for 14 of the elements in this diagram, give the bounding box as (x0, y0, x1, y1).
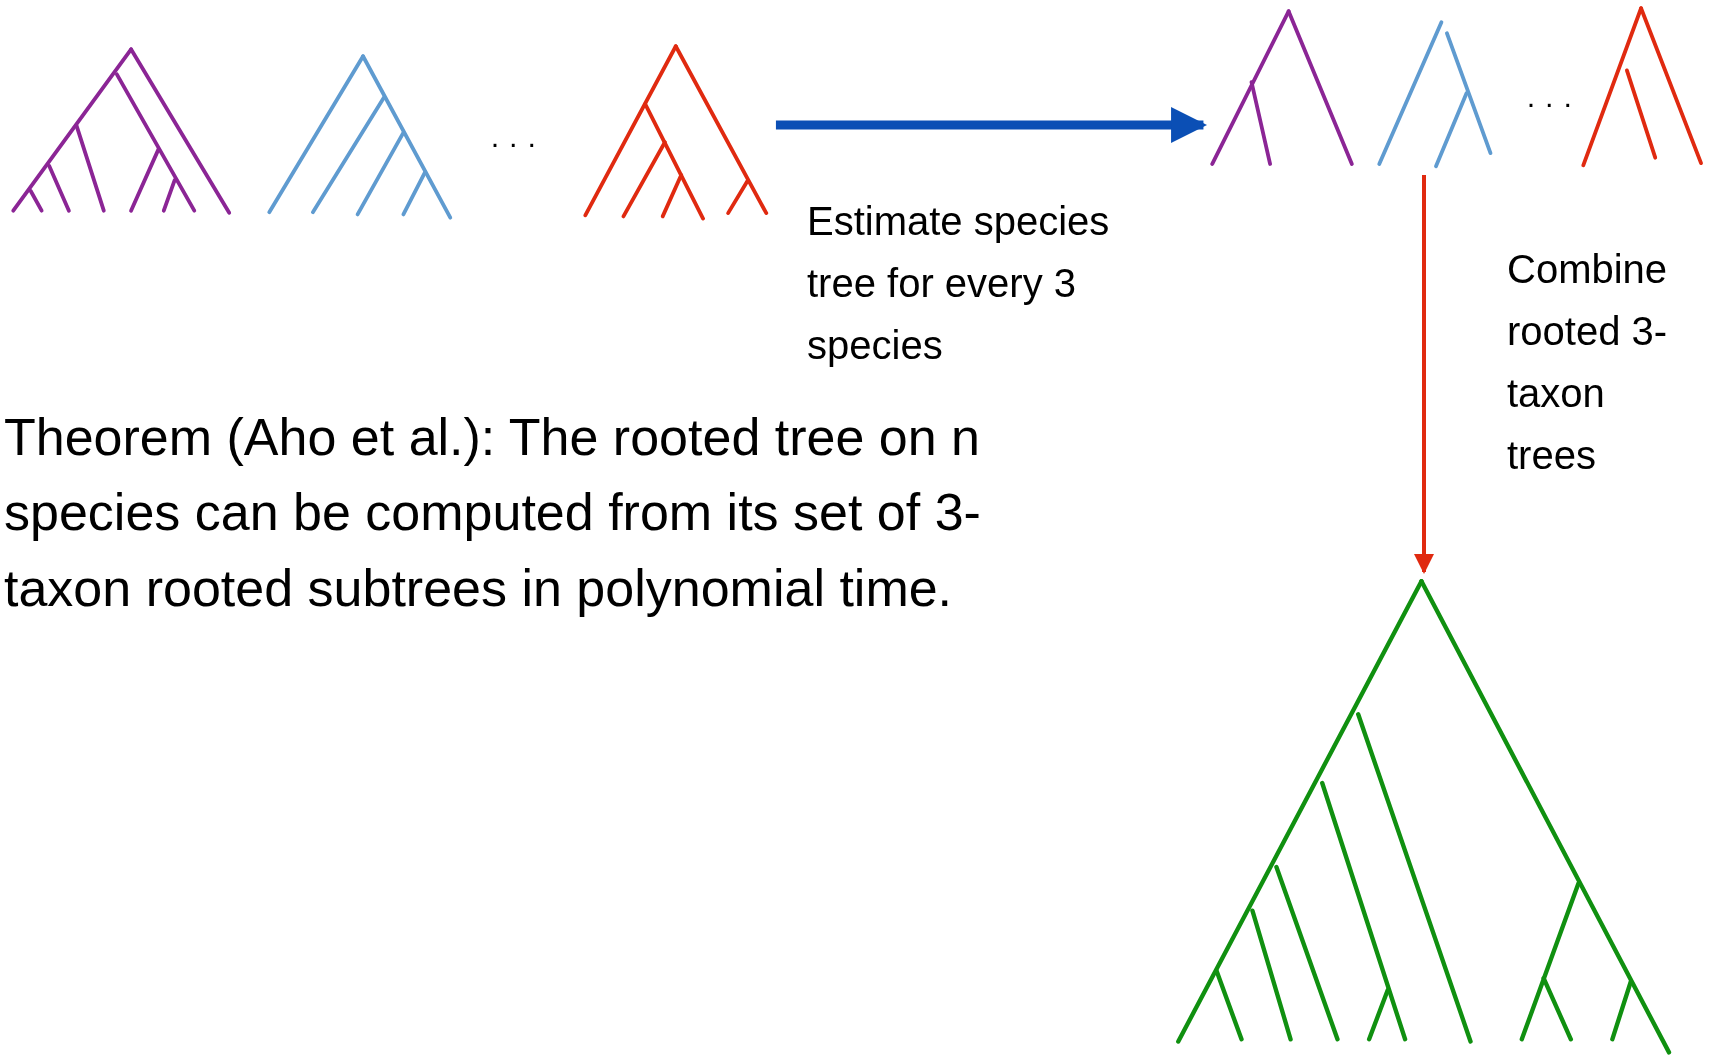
tree-drawing (1174, 578, 1672, 1055)
arrow (775, 107, 1208, 143)
tree-drawing (1580, 5, 1705, 169)
tree-drawing (582, 42, 770, 222)
tree-drawing (9, 45, 233, 216)
ellipsis: · · · (490, 125, 537, 161)
tree-drawing (1376, 18, 1495, 169)
edge-label: Estimate species tree for every 3 species (807, 198, 1111, 369)
ellipsis: · · · (1526, 85, 1573, 121)
edge-label: Combine rooted 3-taxon trees (1507, 246, 1669, 479)
tree-drawing (266, 53, 454, 222)
theorem-text: Theorem (Aho et al.): The rooted tree on n species can be computed from its set of 3-taxon rooted subtrees in polynomial time. (4, 407, 982, 619)
arrow (1414, 175, 1434, 574)
tree-drawing (1209, 7, 1356, 167)
